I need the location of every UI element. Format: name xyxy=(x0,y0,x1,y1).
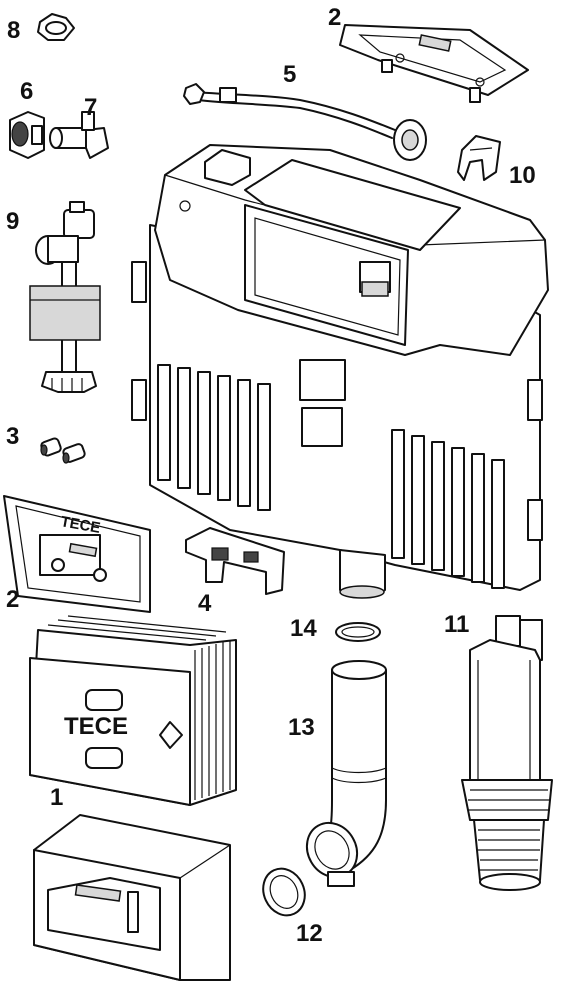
label-part-10: 10 xyxy=(509,162,536,189)
brand-mark-box: TECE xyxy=(64,713,128,740)
part-7-valve xyxy=(49,111,109,159)
label-part-5: 5 xyxy=(283,61,297,88)
part-4-holder xyxy=(185,527,285,595)
label-part-2-top: 2 xyxy=(328,4,342,31)
label-part-13: 13 xyxy=(288,714,315,741)
part-6-fitting xyxy=(9,111,45,159)
part-8-washer xyxy=(37,13,75,41)
label-part-14: 14 xyxy=(290,615,317,642)
label-part-9: 9 xyxy=(6,208,20,235)
label-part-2-bottom: 2 xyxy=(6,586,20,613)
label-part-12: 12 xyxy=(296,920,323,947)
part-5-hose xyxy=(183,83,427,161)
part-11-flush-valve xyxy=(461,615,553,891)
label-part-3: 3 xyxy=(6,423,20,450)
brand-mark-frame: TECE xyxy=(59,513,101,537)
left-ribs xyxy=(157,364,271,511)
label-part-6: 6 xyxy=(20,78,34,105)
part-14-o-ring xyxy=(335,622,381,642)
label-part-11: 11 xyxy=(444,611,470,638)
label-part-1: 1 xyxy=(50,784,64,811)
part-2-top-bracket xyxy=(339,24,529,103)
right-ribs xyxy=(391,429,505,589)
cistern-body xyxy=(131,144,549,599)
part-12-seal xyxy=(262,867,306,917)
part-13-elbow-pipe xyxy=(305,660,387,887)
part-9-fill-valve xyxy=(29,201,101,393)
label-part-8: 8 xyxy=(7,17,21,44)
part-3-plugs xyxy=(40,437,86,464)
part-2-bottom-frame: TECE xyxy=(3,495,151,613)
part-10-clip xyxy=(457,135,501,181)
label-part-4: 4 xyxy=(198,590,212,617)
label-part-7: 7 xyxy=(84,94,98,121)
part-1-revision-box: TECE xyxy=(29,615,237,981)
